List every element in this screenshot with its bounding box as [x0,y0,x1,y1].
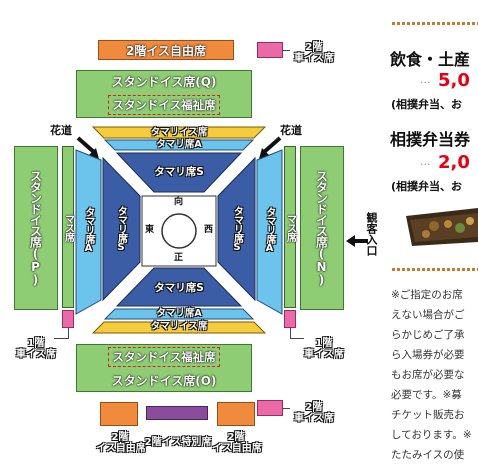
note-line: もお席が必要な [391,369,465,381]
masu-seat-right[interactable]: マス席 [284,146,296,308]
wheelchair-label-right: 1階 車イス席 [304,338,344,360]
bento-note: (相撲弁当、お [391,180,463,193]
bento-price-dots: ··· [420,158,431,171]
note-line: えない場合がご [391,309,465,321]
stand-seat-o[interactable]: スタンドイス福祉席 スタンドイス席(O) [76,344,252,392]
tamari-s-top [115,152,243,193]
tamari-a-right-label: タマリ席A [264,207,275,253]
tamari-chair-bottom [91,321,267,334]
note-line: たたみイスの使 [391,449,465,461]
note-line: ら入場券が必要 [391,349,465,361]
balcony-free-seat-right[interactable] [217,402,255,426]
tamari-a-right-label-wrap: タマリ席A [257,160,282,300]
entrance-label: 観客入口 [365,212,378,256]
tamari-a-left-label-wrap: タマリ席A [76,160,101,300]
masu-seat-left[interactable]: マス席 [62,146,74,308]
connector-line [282,50,290,51]
note-line: ※ご指定のお席 [391,289,463,301]
note-line: 必要です。※募 [391,389,462,401]
balcony-free-seat-top[interactable]: 2階イス自由席 [98,40,234,60]
tamari-s-top-label: タマリ席S [154,166,204,178]
bento-photo [398,204,478,246]
food-title: 飲食・土産 [390,50,471,69]
tamari-chair-top [91,126,267,139]
stand-seat-q[interactable]: スタンドイス席(Q) スタンドイス福祉席 [76,70,252,118]
wheelchair-label-left: 1階 車イス席 [16,338,56,360]
masu-right-pink[interactable] [284,310,296,328]
balcony-free-label-left: 2階 イス自由席 [96,432,146,454]
hanamichi-left-label: 花道 [50,124,72,137]
hanamichi-right-label: 花道 [280,124,302,137]
tamari-s-right [217,156,256,302]
wheelchair-label-top: 2階 車イス席 [294,42,334,64]
direction-west-label: 西 [204,225,214,235]
note-line: チケット販売お [391,409,465,421]
stand-seat-p[interactable]: スタンドイス席(P) [14,146,58,310]
tamari-s-bottom-label: タマリ席S [154,282,204,294]
tamari-s-right-label-wrap: タマリ席S [220,196,254,262]
direction-south-label: 正 [174,253,184,263]
tamari-s-bottom [115,267,243,307]
balcony-free-seat-left[interactable] [100,402,138,426]
connector-line [54,338,69,339]
food-price-dots: ··· [420,76,431,89]
tamari-s-left-label-wrap: タマリ席S [104,196,138,262]
note-line: らかじめご了承 [391,329,465,341]
tamari-a-bottom [103,308,255,320]
tamari-s-left-label: タマリ席S [115,206,127,252]
panel-divider-top [392,22,478,25]
connector-line [68,328,69,338]
tamari-a-right [256,149,283,315]
bento-price: 2,0 [438,152,470,173]
note-line: しております。※ [391,429,472,441]
tamari-a-bottom-label: タマリ席A [156,308,202,319]
stand-seat-n[interactable]: スタンドイス席(N) [300,146,344,310]
connector-line [290,328,291,338]
tamari-s-right-label: タマリ席S [231,206,243,252]
stand-welfare-top[interactable]: スタンドイス福祉席 [108,95,220,115]
dohyo-ring-icon [161,213,197,249]
tamari-a-top [103,139,255,151]
food-price: 5,0 [438,70,470,91]
bento-title: 相撲弁当券 [390,130,471,149]
balcony-special-seat[interactable] [146,406,208,420]
food-note: (相撲弁当、お [391,98,463,111]
balcony-special-label: 2階イス特別席 [144,437,212,448]
balcony-free-label-right: 2階 イス自由席 [212,432,262,454]
tamari-a-top-label: タマリ席A [156,139,202,150]
wheelchair-label-bottom: 2階 車イス席 [294,402,334,424]
tamari-chair-top-label: タマリイス席 [150,127,208,138]
tamari-s-left [102,156,141,302]
masu-left-pink[interactable] [62,310,74,328]
tamari-a-left-label: タマリ席A [83,207,94,253]
panel-divider-bottom [392,268,478,271]
direction-north-label: 向 [174,197,184,207]
tamari-chair-bottom-label: タマリイス席 [150,321,208,332]
connector-line [290,338,304,339]
connector-line [282,408,290,409]
stand-welfare-bottom[interactable]: スタンドイス福祉席 [108,347,220,367]
entrance-arrow-icon [346,232,368,251]
direction-east-label: 東 [145,225,155,235]
tamari-a-left [75,149,102,315]
